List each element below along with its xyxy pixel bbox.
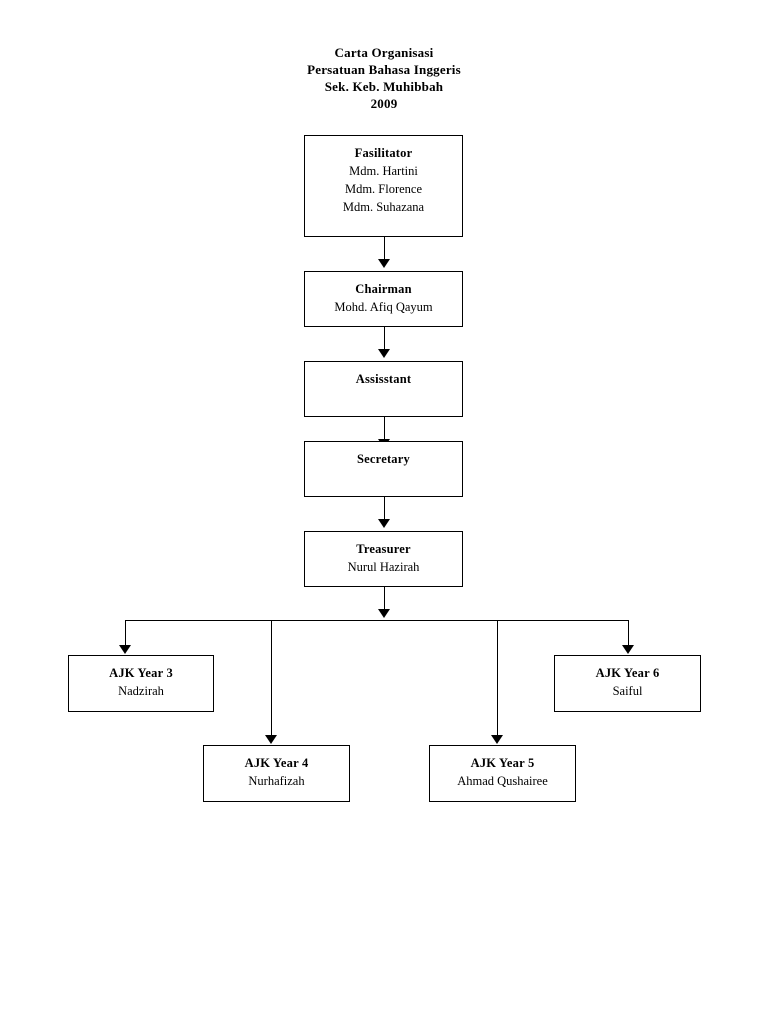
connector-bus-ajk-year-4 (271, 620, 272, 737)
connector-treasurer-bus (384, 587, 385, 609)
arrowhead-bus-ajk-year-3 (119, 645, 131, 654)
connector-secretary-treasurer (384, 497, 385, 521)
node-fasilitator-member-1: Mdm. Hartini (349, 164, 418, 178)
node-treasurer-member-1: Nurul Hazirah (347, 560, 420, 574)
node-ajk-year-3[interactable]: AJK Year 3 Nadzirah (68, 655, 214, 712)
connector-bus-ajk-year-5 (497, 620, 498, 737)
node-secretary-title: Secretary (357, 452, 410, 466)
node-ajk-year-5-title: AJK Year 5 (470, 756, 535, 770)
node-treasurer-title: Treasurer (356, 542, 411, 556)
arrowhead-secretary-treasurer (378, 519, 390, 528)
connector-bus-ajk-year-6 (628, 620, 629, 647)
arrowhead-chairman-assisstant (378, 349, 390, 358)
node-ajk-year-4-member-1: Nurhafizah (248, 774, 305, 788)
page-title: Carta Organisasi Persatuan Bahasa Ingger… (0, 44, 768, 112)
node-ajk-year-6-title: AJK Year 6 (595, 666, 660, 680)
title-line-2: Persatuan Bahasa Inggeris (307, 62, 461, 77)
arrowhead-bus-ajk-year-5 (491, 735, 503, 744)
node-ajk-year-3-title: AJK Year 3 (109, 666, 173, 680)
node-ajk-year-4-title: AJK Year 4 (244, 756, 309, 770)
node-chairman-title: Chairman (355, 282, 412, 296)
node-assisstant[interactable]: Assisstant (304, 361, 463, 417)
connector-assisstant-secretary (384, 417, 385, 441)
node-ajk-year-6-member-1: Saiful (612, 684, 643, 698)
node-ajk-year-6[interactable]: AJK Year 6 Saiful (554, 655, 701, 712)
node-fasilitator-member-3: Mdm. Suhazana (342, 200, 425, 214)
node-ajk-year-5-member-1: Ahmad Qushairee (457, 774, 548, 788)
node-assisstant-title: Assisstant (355, 372, 412, 386)
node-ajk-year-3-member-1: Nadzirah (118, 684, 164, 698)
arrowhead-treasurer-bus (378, 609, 390, 618)
node-fasilitator[interactable]: Fasilitator Mdm. Hartini Mdm. Florence M… (304, 135, 463, 237)
connector-fasilitator-chairman (384, 237, 385, 261)
node-treasurer[interactable]: Treasurer Nurul Hazirah (304, 531, 463, 587)
arrowhead-bus-ajk-year-6 (622, 645, 634, 654)
node-ajk-year-4[interactable]: AJK Year 4 Nurhafizah (203, 745, 350, 802)
arrowhead-bus-ajk-year-4 (265, 735, 277, 744)
node-chairman-member-1: Mohd. Afiq Qayum (334, 300, 433, 314)
title-line-4: 2009 (370, 96, 398, 111)
connector-chairman-assisstant (384, 327, 385, 351)
node-ajk-year-5[interactable]: AJK Year 5 Ahmad Qushairee (429, 745, 576, 802)
arrowhead-fasilitator-chairman (378, 259, 390, 268)
distribution-bus (125, 620, 629, 621)
connector-bus-ajk-year-3 (125, 620, 126, 647)
title-line-3: Sek. Keb. Muhibbah (324, 79, 444, 94)
node-fasilitator-member-2: Mdm. Florence (344, 182, 423, 196)
node-secretary[interactable]: Secretary (304, 441, 463, 497)
node-chairman[interactable]: Chairman Mohd. Afiq Qayum (304, 271, 463, 327)
title-line-1: Carta Organisasi (334, 45, 434, 60)
node-fasilitator-title: Fasilitator (354, 146, 413, 160)
